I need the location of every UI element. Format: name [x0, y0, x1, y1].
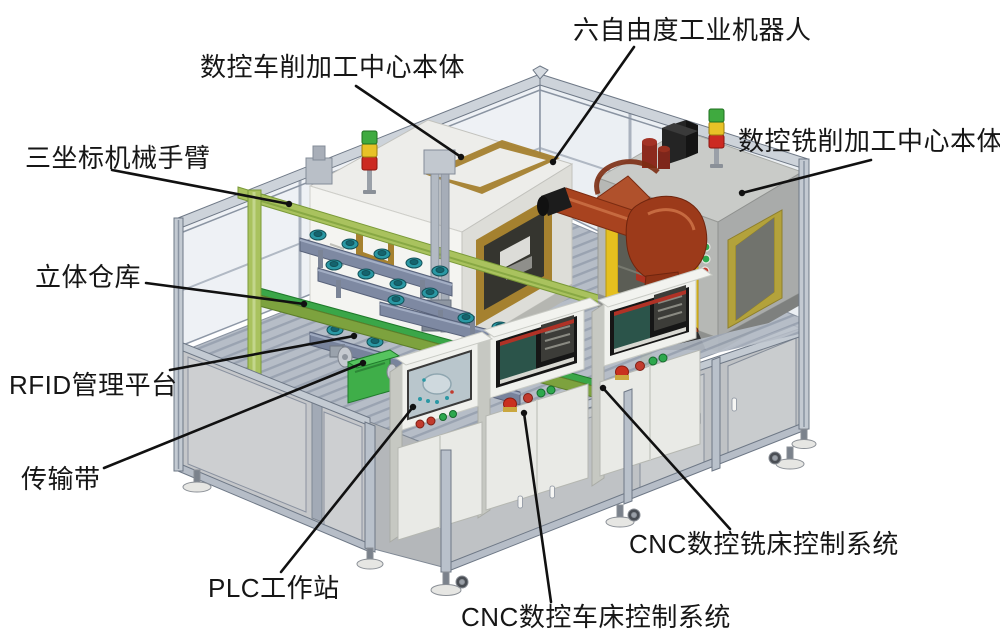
- label-cnc-lathe-controller: CNC数控车床控制系统: [461, 602, 731, 632]
- leveling-feet: [182, 428, 817, 596]
- cage-posts: [173, 158, 810, 573]
- leader-dots: [285, 153, 746, 417]
- label-plc-workstation: PLC工作站: [208, 573, 340, 603]
- shelf-plate: [299, 237, 453, 298]
- leader-plc: [279, 405, 415, 574]
- label-cnc-mill-controller: CNC数控铣床控制系统: [629, 529, 899, 559]
- leader-rfid: [168, 334, 356, 372]
- cabinet-band-left: [177, 340, 447, 569]
- leader-cnc-mill-ctl: [601, 386, 732, 531]
- plc-console: [389, 331, 494, 543]
- leader-cartesian-arm: [110, 168, 291, 206]
- leader-lathe-body: [354, 84, 463, 159]
- leader-milling-body: [740, 158, 873, 195]
- leader-lines: [102, 45, 873, 604]
- label-conveyor-belt: 传输带: [21, 464, 101, 494]
- label-robot-6dof: 六自由度工业机器人: [573, 15, 812, 45]
- leader-cnc-lathe-ctl: [522, 411, 553, 604]
- label-stereo-warehouse: 立体仓库: [35, 262, 142, 292]
- label-cartesian-arm: 三坐标机械手臂: [25, 143, 211, 173]
- milling-signal-tower: [708, 108, 725, 168]
- label-rfid-platform: RFID管理平台: [9, 370, 178, 400]
- leader-robot: [551, 45, 636, 164]
- leader-warehouse: [144, 281, 306, 306]
- leader-conveyor: [102, 361, 365, 470]
- label-lathe-body: 数控车削加工中心本体: [200, 52, 466, 82]
- label-milling-body: 数控铣削加工中心本体: [738, 126, 1000, 156]
- door-handle: [549, 485, 555, 499]
- lathe-signal-tower: [361, 130, 378, 194]
- door-handle: [517, 495, 523, 509]
